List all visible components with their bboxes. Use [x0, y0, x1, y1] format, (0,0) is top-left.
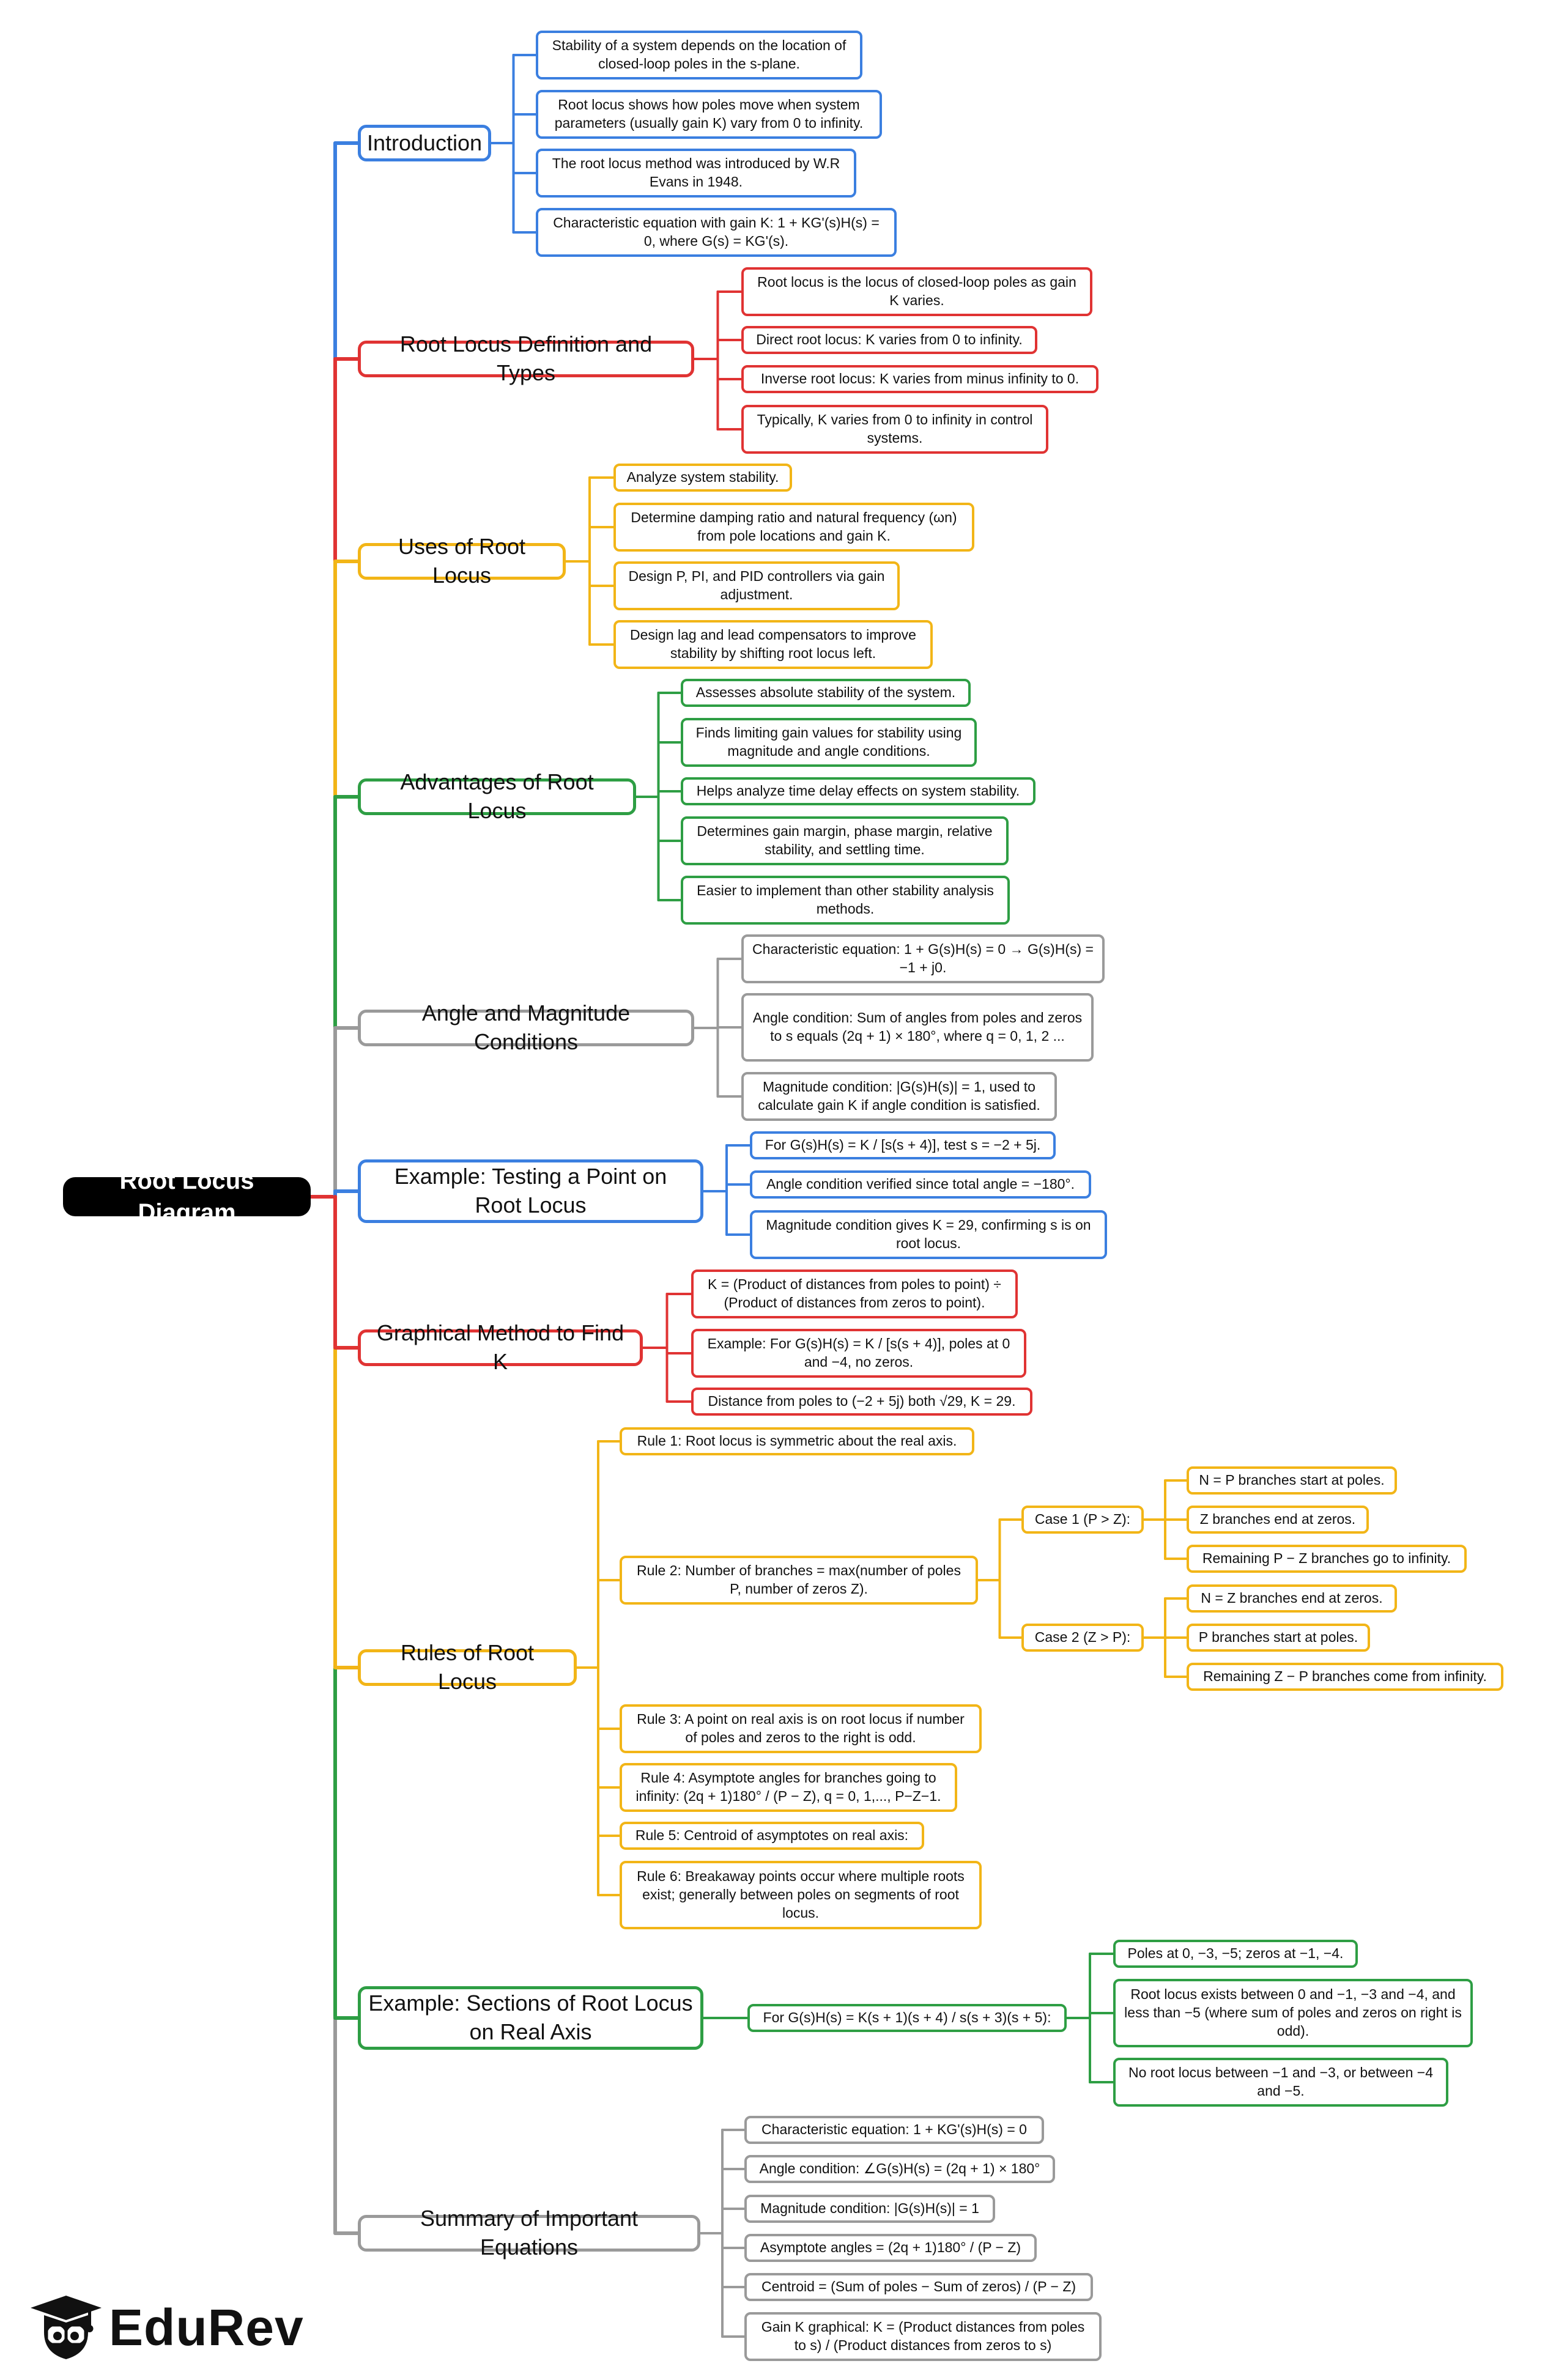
summary-1[interactable]: Characteristic equation: 1 + KG'(s)H(s) …	[744, 2116, 1044, 2144]
summary-6[interactable]: Gain K graphical: K = (Product distances…	[744, 2312, 1102, 2361]
branch-rules[interactable]: Rules of Root Locus	[358, 1640, 577, 1694]
branch-summary[interactable]: Summary of Important Equations	[358, 2206, 700, 2260]
case-1-item-2[interactable]: Z branches end at zeros.	[1187, 1506, 1369, 1534]
summary-4[interactable]: Asymptote angles = (2q + 1)180° / (P − Z…	[744, 2234, 1037, 2262]
leaf-uses-3[interactable]: Design P, PI, and PID controllers via ga…	[613, 561, 900, 610]
summary-5[interactable]: Centroid = (Sum of poles − Sum of zeros)…	[744, 2273, 1093, 2301]
rule-2-case-1[interactable]: Case 1 (P > Z):	[1021, 1506, 1144, 1534]
case-2-item-2[interactable]: P branches start at poles.	[1187, 1624, 1370, 1652]
sections-item-2[interactable]: Root locus exists between 0 and −1, −3 a…	[1113, 1979, 1473, 2047]
summary-2[interactable]: Angle condition: ∠G(s)H(s) = (2q + 1) × …	[744, 2155, 1055, 2183]
case-1-item-1[interactable]: N = P branches start at poles.	[1187, 1466, 1397, 1495]
leaf-intro-3[interactable]: The root locus method was introduced by …	[536, 149, 856, 198]
leaf-graph-3[interactable]: Distance from poles to (−2 + 5j) both √2…	[691, 1388, 1032, 1416]
leaf-graph-1[interactable]: K = (Product of distances from poles to …	[691, 1269, 1018, 1318]
leaf-cond-1[interactable]: Characteristic equation: 1 + G(s)H(s) = …	[741, 934, 1105, 983]
branch-example-sections[interactable]: Example: Sections of Root Locus on Real …	[358, 1986, 703, 2050]
leaf-adv-3[interactable]: Helps analyze time delay effects on syst…	[681, 777, 1035, 805]
branch-introduction[interactable]: Introduction	[358, 125, 491, 161]
sections-example-formula[interactable]: For G(s)H(s) = K(s + 1)(s + 4) / s(s + 3…	[747, 2004, 1067, 2032]
leaf-adv-5[interactable]: Easier to implement than other stability…	[681, 876, 1010, 925]
edurev-logo[interactable]: EduRev	[29, 2292, 311, 2365]
leaf-cond-2[interactable]: Angle condition: Sum of angles from pole…	[741, 993, 1094, 1062]
branch-definition-types[interactable]: Root Locus Definition and Types	[358, 331, 694, 385]
rule-4[interactable]: Rule 4: Asymptote angles for branches go…	[620, 1763, 957, 1812]
leaf-intro-4[interactable]: Characteristic equation with gain K: 1 +…	[536, 208, 897, 257]
rule-2[interactable]: Rule 2: Number of branches = max(number …	[620, 1556, 978, 1605]
branch-uses[interactable]: Uses of Root Locus	[358, 534, 566, 588]
leaf-test-2[interactable]: Angle condition verified since total ang…	[750, 1170, 1091, 1199]
branch-angle-magnitude[interactable]: Angle and Magnitude Conditions	[358, 1000, 694, 1054]
leaf-uses-4[interactable]: Design lag and lead compensators to impr…	[613, 620, 933, 669]
sections-item-3[interactable]: No root locus between −1 and −3, or betw…	[1113, 2058, 1448, 2107]
sections-item-1[interactable]: Poles at 0, −3, −5; zeros at −1, −4.	[1113, 1940, 1358, 1968]
case-2-item-1[interactable]: N = Z branches end at zeros.	[1187, 1584, 1397, 1613]
branch-advantages[interactable]: Advantages of Root Locus	[358, 769, 636, 823]
summary-3[interactable]: Magnitude condition: |G(s)H(s)| = 1	[744, 2195, 995, 2223]
rule-5[interactable]: Rule 5: Centroid of asymptotes on real a…	[620, 1822, 924, 1850]
leaf-def-3[interactable]: Inverse root locus: K varies from minus …	[741, 365, 1098, 393]
case-2-item-3[interactable]: Remaining Z − P branches come from infin…	[1187, 1663, 1503, 1691]
branch-example-testing-point[interactable]: Example: Testing a Point on Root Locus	[358, 1159, 703, 1223]
root-node[interactable]: Root Locus Diagram	[63, 1167, 311, 1226]
leaf-test-1[interactable]: For G(s)H(s) = K / [s(s + 4)], test s = …	[750, 1131, 1056, 1159]
branch-graphical-method[interactable]: Graphical Method to Find K	[358, 1320, 643, 1374]
rule-3[interactable]: Rule 3: A point on real axis is on root …	[620, 1704, 982, 1753]
leaf-adv-2[interactable]: Finds limiting gain values for stability…	[681, 718, 977, 767]
leaf-graph-2[interactable]: Example: For G(s)H(s) = K / [s(s + 4)], …	[691, 1329, 1026, 1378]
leaf-def-4[interactable]: Typically, K varies from 0 to infinity i…	[741, 405, 1048, 454]
leaf-adv-4[interactable]: Determines gain margin, phase margin, re…	[681, 816, 1009, 865]
leaf-intro-1[interactable]: Stability of a system depends on the loc…	[536, 31, 862, 79]
leaf-uses-1[interactable]: Analyze system stability.	[613, 464, 792, 492]
leaf-def-2[interactable]: Direct root locus: K varies from 0 to in…	[741, 326, 1037, 354]
brand-name: EduRev	[109, 2299, 304, 2356]
leaf-intro-2[interactable]: Root locus shows how poles move when sys…	[536, 90, 882, 139]
leaf-uses-2[interactable]: Determine damping ratio and natural freq…	[613, 503, 974, 552]
rule-2-case-2[interactable]: Case 2 (Z > P):	[1021, 1624, 1144, 1652]
graduate-owl-icon	[31, 2296, 102, 2359]
case-1-item-3[interactable]: Remaining P − Z branches go to infinity.	[1187, 1545, 1467, 1573]
rule-6[interactable]: Rule 6: Breakaway points occur where mul…	[620, 1861, 982, 1929]
rule-1[interactable]: Rule 1: Root locus is symmetric about th…	[620, 1427, 974, 1455]
leaf-cond-3[interactable]: Magnitude condition: |G(s)H(s)| = 1, use…	[741, 1072, 1057, 1121]
leaf-def-1[interactable]: Root locus is the locus of closed-loop p…	[741, 267, 1092, 316]
leaf-test-3[interactable]: Magnitude condition gives K = 29, confir…	[750, 1210, 1107, 1259]
leaf-adv-1[interactable]: Assesses absolute stability of the syste…	[681, 679, 971, 707]
